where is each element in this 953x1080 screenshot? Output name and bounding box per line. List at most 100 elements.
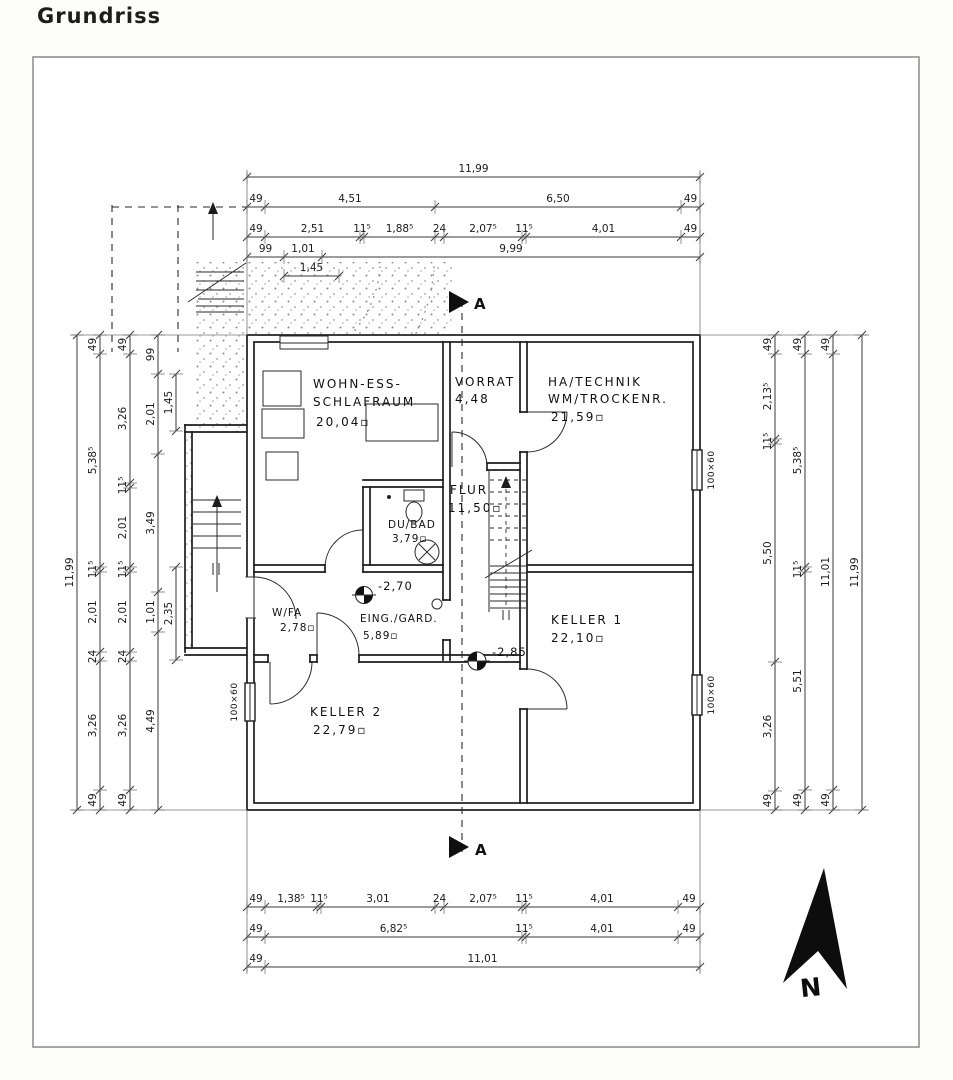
dimension-value: 11⁵ [87, 561, 99, 579]
section-marker-icon [449, 291, 469, 313]
north-label: N [799, 972, 823, 1003]
section-line: A A [449, 291, 487, 859]
page-title: Grundriss [37, 4, 162, 28]
room-name: SCHLAFRAUM [313, 395, 415, 409]
dimension-value: 49 [762, 338, 774, 351]
dimension-value: 49 [249, 953, 262, 965]
dimension-value: 3,26 [762, 714, 774, 738]
level-markers: -2,70 -2,85 [352, 579, 527, 671]
dimension-value: 2,07⁵ [469, 893, 497, 905]
section-label-bottom: A [475, 841, 487, 859]
dimension-value: 5,50 [762, 541, 774, 564]
dimension-value: 49 [249, 893, 262, 905]
dimension-value: 11,01 [467, 953, 497, 965]
dimension-value: 49 [792, 793, 804, 806]
dimension-value: 1,01 [291, 243, 314, 255]
dimension-value: 1,38⁵ [277, 893, 305, 905]
level-value: -2,85 [492, 645, 527, 659]
dimension-value: 2,01 [117, 600, 129, 623]
dimension-value: 49 [684, 223, 697, 235]
section-marker-icon [449, 836, 469, 858]
dimension-value: 3,26 [117, 406, 129, 430]
dimension-value: 1,45 [300, 262, 323, 274]
dimension-value: 49 [249, 193, 262, 205]
dimension-value: 3,26 [87, 713, 99, 737]
room-area: 20,04▫ [316, 415, 371, 429]
room-name: DU/BAD [388, 519, 436, 531]
dimension-value: 2,07⁵ [469, 223, 497, 235]
window-size-label: 100×60 [230, 682, 240, 721]
exterior-stair [184, 424, 248, 656]
dimension-value: 3,01 [366, 893, 389, 905]
fixtures-furniture [261, 335, 443, 610]
dimension-value: 49 [87, 338, 99, 351]
dimension-value: 11⁵ [515, 923, 533, 935]
room-area: 4,48 [455, 392, 490, 406]
dimension-value: 24 [117, 650, 129, 664]
dimension-value: 49 [249, 223, 262, 235]
dimension-value: 99 [259, 243, 272, 255]
up-arrow-icon [208, 202, 218, 214]
dimension-value: 5,38⁵ [87, 447, 99, 475]
dimension-value: 11,01 [820, 557, 832, 587]
dimension-value: 3,26 [117, 713, 129, 737]
dimension-value: 2,01 [87, 600, 99, 623]
room-name: W/FA [272, 607, 302, 619]
dimension-value: 11⁵ [310, 893, 328, 905]
room-name: FLUR [450, 483, 488, 497]
level-value: -2,70 [378, 579, 413, 593]
dimension-value: 4,01 [592, 223, 615, 235]
dimension-value: 49 [684, 193, 697, 205]
dimension-value: 11⁵ [762, 433, 774, 451]
dimension-value: 24 [433, 893, 447, 905]
dimension-value: 4,01 [590, 893, 613, 905]
room-name: EING./GARD. [360, 613, 438, 625]
interior-stair [484, 469, 533, 620]
north-arrow-icon [783, 868, 847, 989]
north-arrow: N [783, 868, 847, 1003]
dimension-value: 49 [820, 793, 832, 806]
dimension-value: 5,51 [792, 669, 804, 692]
room-area: 2,78▫ [280, 622, 316, 634]
dimension-value: 11⁵ [515, 893, 533, 905]
dimension-value: 11⁵ [117, 561, 129, 579]
up-arrow-icon [501, 476, 511, 488]
room-labels: WOHN-ESS- SCHLAFRAUM 20,04▫ VORRAT 4,48 … [272, 375, 668, 737]
dimension-value: 2,51 [301, 223, 324, 235]
dimension-value: 4,01 [590, 923, 613, 935]
dimension-value: 6,50 [546, 193, 569, 205]
section-label-top: A [474, 295, 486, 313]
dimension-value: 11,99 [64, 557, 76, 587]
room-name: KELLER 2 [310, 705, 382, 719]
dimension-value: 49 [117, 793, 129, 806]
dimension-value: 1,01 [145, 600, 157, 623]
dimension-value: 4,49 [145, 709, 157, 732]
dimension-value: 49 [682, 893, 695, 905]
dimension-value: 11,99 [849, 557, 861, 587]
room-name: HA/TECHNIK [548, 375, 642, 389]
window-size-label: 100×60 [707, 675, 717, 714]
door-arcs [253, 411, 568, 710]
dimension-value: 2,01 [145, 402, 157, 425]
room-area: 21,59▫ [551, 410, 606, 424]
dimension-value: 49 [682, 923, 695, 935]
room-area: 5,89▫ [363, 630, 399, 642]
dimension-value: 1,88⁵ [386, 223, 414, 235]
room-name: WM/TROCKENR. [548, 392, 668, 406]
dimension-value: 11⁵ [515, 223, 533, 235]
room-name: VORRAT [455, 375, 515, 389]
exterior-overhang [111, 202, 247, 352]
dimension-value: 24 [87, 650, 99, 664]
dimension-value: 49 [820, 338, 832, 351]
room-name: KELLER 1 [551, 613, 623, 627]
dimension-value: 49 [117, 338, 129, 351]
dimension-value: 1,45 [163, 391, 175, 414]
dimension-value: 2,01 [117, 516, 129, 539]
dimension-value: 2,13⁵ [762, 383, 774, 411]
dimension-value: 2,35 [163, 602, 175, 625]
dimension-value: 24 [433, 223, 447, 235]
dimension-value: 99 [145, 348, 157, 361]
